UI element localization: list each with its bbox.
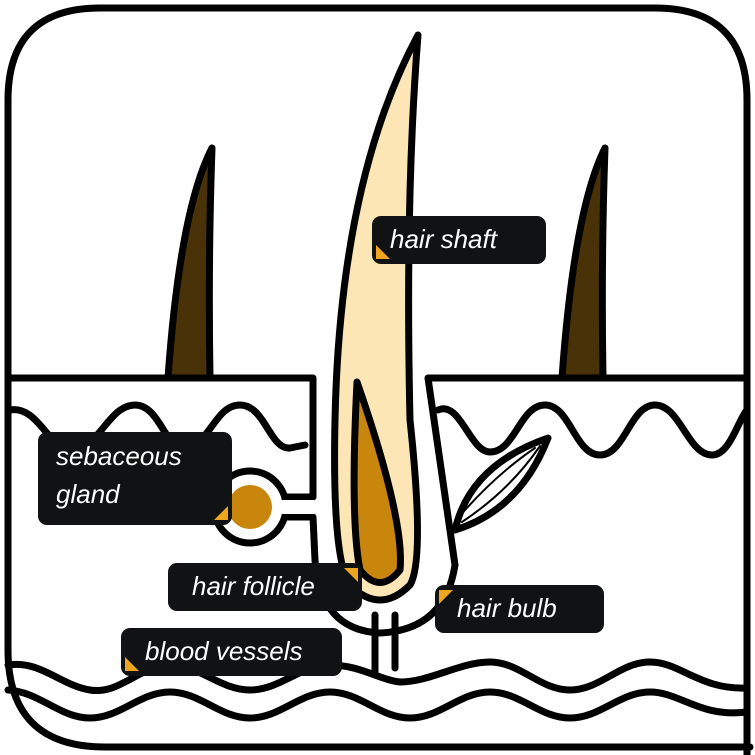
label-blood-vessels: blood vessels	[121, 628, 342, 676]
label-text: blood vessels	[145, 636, 303, 666]
label-text: hair bulb	[457, 593, 557, 623]
blood-vessel-bottom	[4, 686, 751, 722]
pointer-icon	[214, 506, 228, 520]
pointer-icon	[125, 657, 139, 671]
label-hair-shaft: hair shaft	[372, 216, 546, 264]
hair-root	[350, 378, 404, 586]
pointer-icon	[376, 245, 390, 259]
label-text: hair follicle	[192, 571, 315, 601]
sebaceous-gland	[228, 485, 272, 529]
label-sebaceous-gland: sebaceous gland	[38, 432, 232, 525]
label-text: sebaceous	[56, 441, 182, 471]
small-hair-left	[164, 144, 216, 382]
vessel-vertical	[371, 611, 399, 679]
label-text: gland	[56, 479, 120, 509]
pointer-icon	[344, 568, 358, 582]
pointer-icon	[439, 590, 453, 604]
label-hair-bulb: hair bulb	[435, 585, 604, 633]
label-hair-follicle: hair follicle	[168, 563, 362, 611]
label-text: hair shaft	[390, 224, 497, 254]
small-hair-right	[558, 144, 609, 382]
blood-vessel-top	[4, 658, 751, 695]
epidermis-wave-right	[434, 401, 751, 459]
